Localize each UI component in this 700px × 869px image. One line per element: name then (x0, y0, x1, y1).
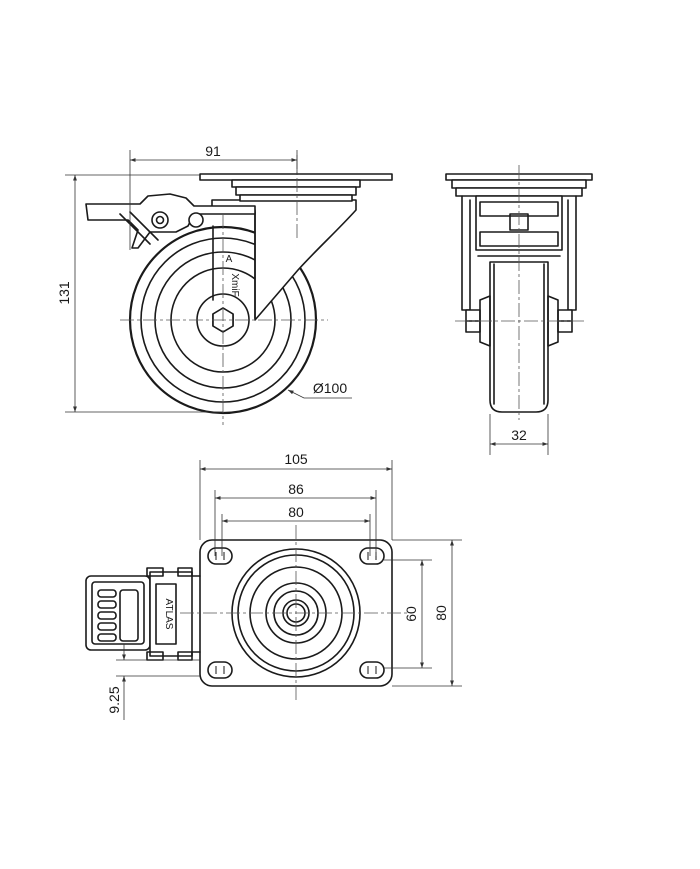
dimension-131: 131 (56, 174, 223, 413)
mounting-slot-bottom-left (207, 661, 233, 679)
top-view: ATLAS 105 86 80 60 (85, 451, 462, 720)
side-view: A XmiF 91 131 Ø100 (56, 143, 393, 425)
dimension-60-label: 60 (403, 606, 419, 622)
dimension-9-25: 9.25 (106, 644, 200, 720)
dimension-91-label: 91 (205, 143, 221, 159)
front-view: 32 (445, 165, 593, 455)
brake-logo-marking: ATLAS (163, 599, 174, 630)
fork-letter-marking: A (226, 254, 233, 265)
dimension-86: 86 (214, 481, 377, 556)
side-view-fork (211, 199, 357, 333)
dimension-80-vertical-label: 80 (433, 605, 449, 621)
dimension-9-25-label: 9.25 (106, 686, 122, 713)
dimension-32: 32 (489, 414, 549, 455)
dimension-105-label: 105 (284, 451, 308, 467)
dimension-131-label: 131 (56, 281, 72, 305)
side-view-top-plate (199, 173, 393, 202)
mounting-slot-top-left (207, 547, 233, 565)
side-view-brake-pedal (85, 193, 256, 249)
dimension-91: 91 (129, 143, 298, 250)
mounting-slot-bottom-right (359, 661, 385, 679)
dimension-80-vertical: 80 (392, 539, 462, 687)
dimension-105: 105 (199, 451, 393, 540)
dimension-32-label: 32 (511, 427, 527, 443)
dimension-60: 60 (384, 559, 432, 669)
fork-logo-marking: XmiF (229, 273, 240, 296)
top-view-brake (85, 567, 201, 661)
dimension-86-label: 86 (288, 481, 304, 497)
dimension-80-horizontal-label: 80 (288, 504, 304, 520)
dimension-diameter: Ø100 (287, 380, 352, 399)
dimension-80-horizontal: 80 (221, 504, 371, 556)
dimension-diameter-label: Ø100 (313, 380, 347, 396)
